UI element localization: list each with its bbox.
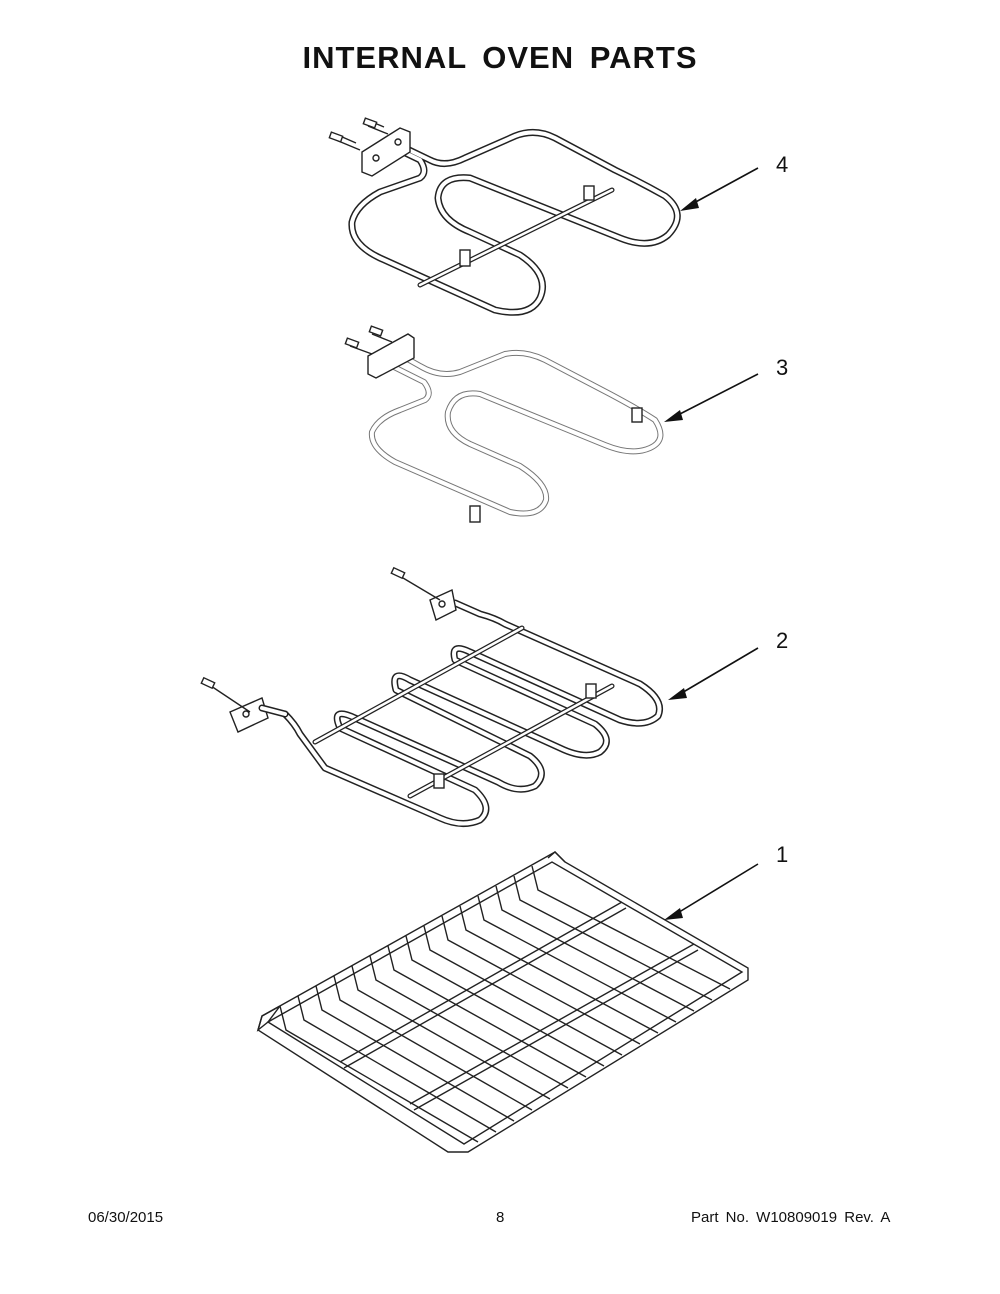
footer-part-number: Part No. W10809019 Rev. A (691, 1209, 891, 1226)
callout-label: 4 (776, 152, 788, 177)
callout-2: 2 (668, 628, 788, 700)
callout-label: 3 (776, 355, 788, 380)
page-title: INTERNAL OVEN PARTS (302, 40, 698, 75)
broil-element (328, 117, 677, 312)
hidden-bake-element (200, 566, 659, 824)
oven-rack (256, 851, 749, 1153)
footer-page-number: 8 (496, 1209, 505, 1226)
callout-1: 1 (664, 842, 788, 920)
footer-date: 06/30/2015 (88, 1209, 164, 1226)
callout-3: 3 (664, 355, 788, 422)
callout-label: 2 (776, 628, 788, 653)
callout-4: 4 (680, 152, 788, 211)
bake-element (344, 325, 660, 523)
callout-label: 1 (776, 842, 788, 867)
